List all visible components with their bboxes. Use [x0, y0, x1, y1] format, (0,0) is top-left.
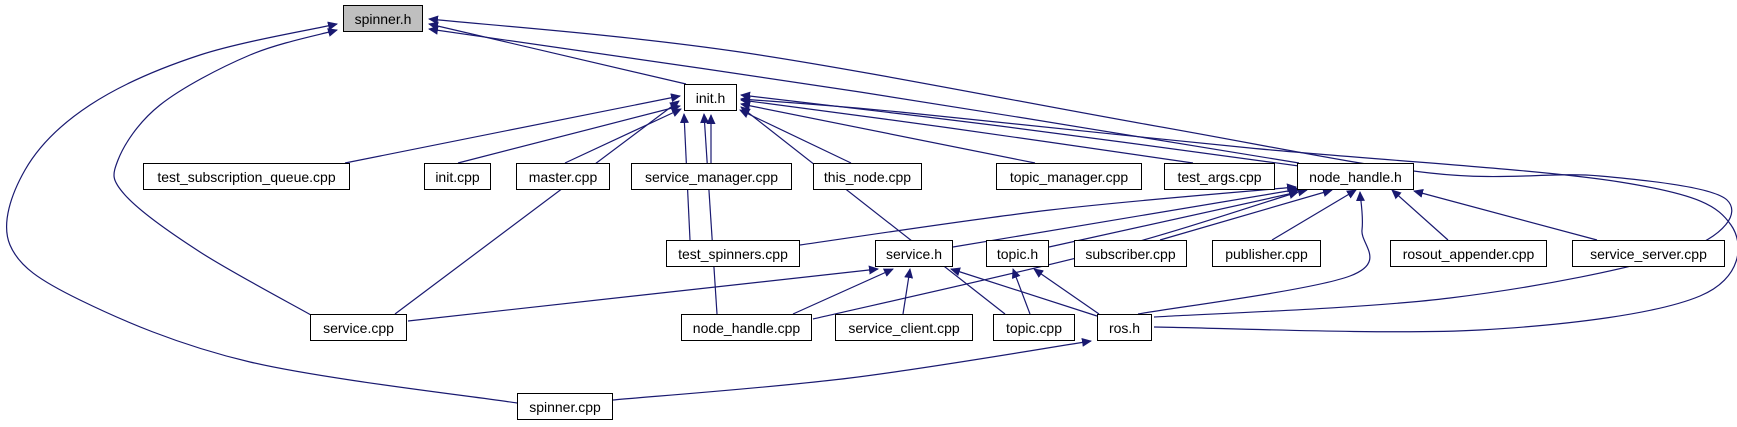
edge-service_h-to-node_handle_h	[952, 186, 1301, 248]
edge-service_cpp-to-spinner_h	[113, 28, 338, 316]
edge-subscriber_cpp-to-node_handle_h	[1159, 188, 1333, 241]
node-init_h[interactable]: init.h	[684, 84, 737, 111]
edge-test_args_cpp-to-init_h	[740, 96, 1194, 164]
edge-ros_h-to-service_h	[950, 267, 1098, 317]
node-spinner_h: spinner.h	[343, 5, 423, 32]
node-topic_cpp[interactable]: topic.cpp	[993, 314, 1075, 341]
node-spinner_cpp[interactable]: spinner.cpp	[517, 393, 613, 420]
node-init_cpp[interactable]: init.cpp	[424, 163, 491, 190]
edge-publisher_cpp-to-node_handle_h	[1271, 189, 1357, 241]
node-this_node_cpp[interactable]: this_node.cpp	[813, 163, 922, 190]
edge-topic_manager_cpp-to-init_h	[740, 101, 1036, 164]
edge-ros_h-to-spinner_h	[428, 15, 1733, 318]
node-rosout_appender_cpp[interactable]: rosout_appender.cpp	[1390, 240, 1547, 267]
edge-service_cpp-to-init_h	[394, 100, 680, 315]
edge-ros_h-to-init_h	[740, 95, 1737, 333]
node-ros_h[interactable]: ros.h	[1097, 314, 1152, 341]
edge-node_handle_h-to-spinner_h	[428, 25, 1300, 164]
edge-node_handle_cpp-to-service_h	[792, 268, 894, 315]
edge-init_h-to-spinner_h	[428, 21, 687, 85]
node-service_cpp[interactable]: service.cpp	[310, 314, 407, 341]
node-topic_manager_cpp[interactable]: topic_manager.cpp	[996, 163, 1142, 190]
edge-ros_h-to-topic_h	[1033, 268, 1100, 315]
edge-master_cpp-to-init_h	[564, 108, 682, 164]
edge-topic_cpp-to-init_h	[740, 106, 1006, 315]
node-node_handle_h[interactable]: node_handle.h	[1297, 163, 1414, 190]
edge-node_handle_h-to-init_h	[740, 91, 1300, 167]
node-service_server_cpp[interactable]: service_server.cpp	[1572, 240, 1725, 267]
node-test_spinners_cpp[interactable]: test_spinners.cpp	[666, 240, 800, 267]
edge-service_cpp-to-service_h	[407, 265, 879, 322]
edge-topic_cpp-to-topic_h	[1011, 268, 1031, 315]
node-service_manager_cpp[interactable]: service_manager.cpp	[631, 163, 792, 190]
node-service_client_cpp[interactable]: service_client.cpp	[835, 314, 973, 341]
node-node_handle_cpp[interactable]: node_handle.cpp	[681, 314, 812, 341]
node-master_cpp[interactable]: master.cpp	[516, 163, 610, 190]
edge-rosout_appender_cpp-to-node_handle_h	[1391, 189, 1449, 241]
node-publisher_cpp[interactable]: publisher.cpp	[1212, 240, 1321, 267]
edge-topic_h-to-node_handle_h	[1048, 187, 1308, 248]
node-test_subscription_queue_cpp[interactable]: test_subscription_queue.cpp	[143, 163, 350, 190]
edge-ros_h-to-node_handle_h	[1137, 191, 1371, 315]
node-topic_h[interactable]: topic.h	[986, 240, 1049, 267]
node-test_args_cpp[interactable]: test_args.cpp	[1164, 163, 1275, 190]
edge-test_subscription_queue_cpp-to-init_h	[344, 93, 681, 164]
node-subscriber_cpp[interactable]: subscriber.cpp	[1074, 240, 1187, 267]
edge-service_client_cpp-to-service_h	[902, 268, 914, 315]
edge-test_spinners_cpp-to-node_handle_h	[799, 183, 1297, 246]
edge-this_node_cpp-to-init_h	[739, 109, 852, 164]
edge-spinner_cpp-to-ros_h	[612, 337, 1092, 401]
node-service_h[interactable]: service.h	[875, 240, 953, 267]
edge-node_handle_cpp-to-init_h	[700, 113, 718, 315]
edge-init_cpp-to-init_h	[457, 103, 681, 164]
edge-spinner_cpp-to-spinner_h	[6, 21, 518, 404]
edge-service_server_cpp-to-node_handle_h	[1413, 188, 1598, 241]
